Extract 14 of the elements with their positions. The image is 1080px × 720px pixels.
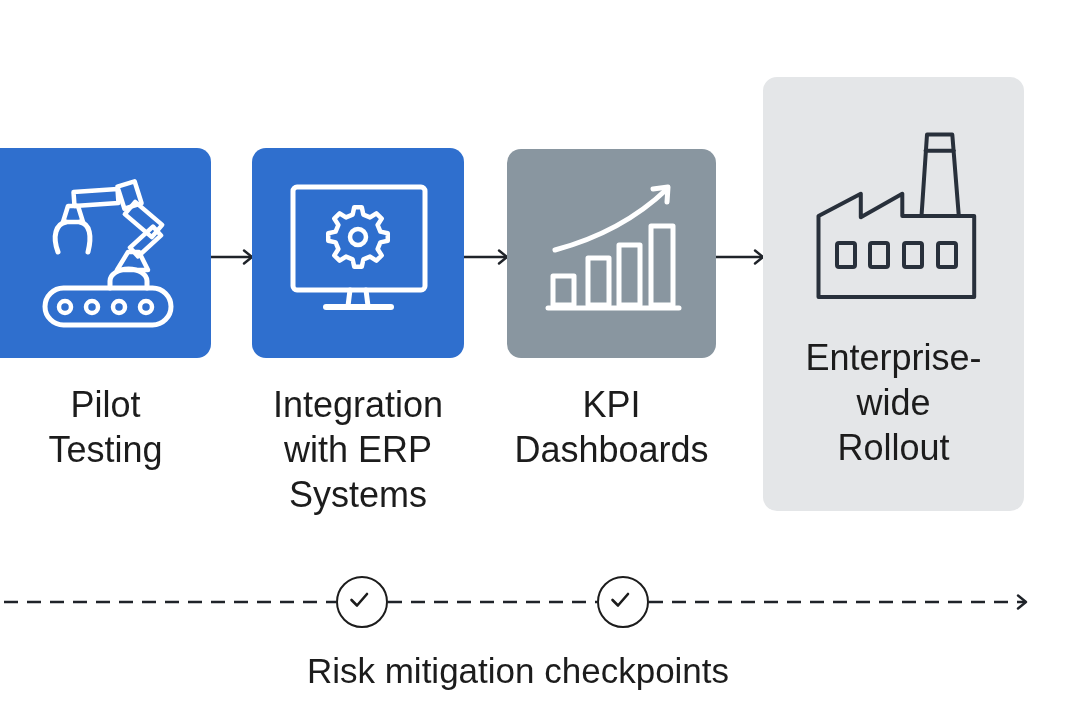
arrow: [716, 249, 765, 265]
stage-panel: [763, 77, 1024, 511]
dashed-line: [4, 600, 336, 604]
step-label: Integration with ERP Systems: [271, 383, 445, 517]
step-label: KPI Dashboards: [513, 383, 710, 472]
step-label: Pilot Testing: [47, 383, 164, 472]
checkpoint-circle: [336, 576, 388, 628]
stage-label: Enterprise-wide Rollout: [804, 336, 983, 470]
timeline-label: Risk mitigation checkpoints: [306, 650, 730, 692]
arrow: [464, 249, 509, 265]
arrow: [211, 249, 254, 265]
checkpoint-circle: [597, 576, 649, 628]
dashed-arrow: [649, 594, 1028, 610]
dashed-line: [388, 600, 597, 604]
